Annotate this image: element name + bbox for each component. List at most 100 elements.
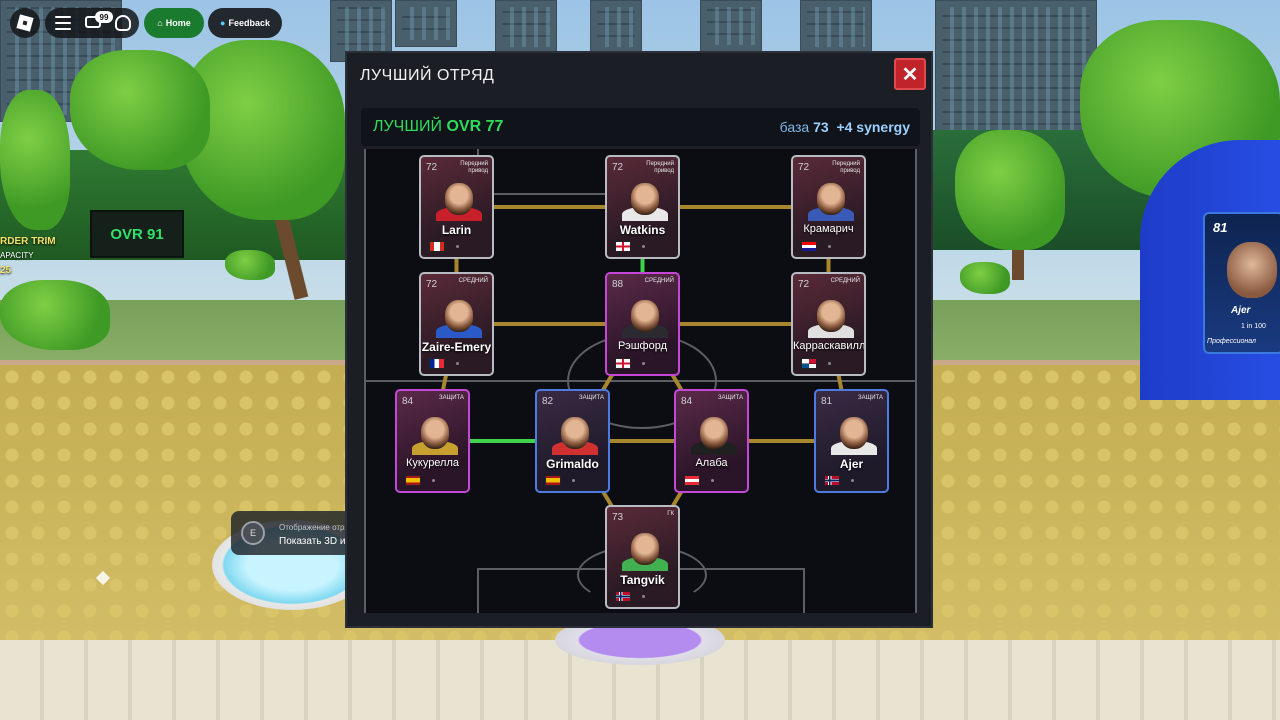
player-card-tangvik[interactable]: 73 ГК Tangvik xyxy=(605,505,680,609)
player-name: Кукурелла xyxy=(405,457,460,469)
player-face-icon xyxy=(445,300,473,332)
best-squad-modal: ЛУЧШИЙ ОТРЯД ✕ ЛУЧШИЙ OVR 77 база 73 +4 … xyxy=(345,51,933,628)
card-dot xyxy=(851,479,854,482)
display-player-card: 81 Ajer 1 in 100 Профессионал xyxy=(1203,212,1280,354)
capacity-value: 25 xyxy=(0,265,12,276)
voice-headset-icon[interactable] xyxy=(115,15,131,31)
player-name: Ajer xyxy=(839,457,864,471)
player-name: Larin xyxy=(441,223,472,237)
player-ovr: 72 xyxy=(798,279,810,290)
player-ovr: 84 xyxy=(681,396,693,407)
penalty-box-line xyxy=(803,568,805,613)
feedback-button[interactable]: ● Feedback xyxy=(208,8,282,38)
home-label: Home xyxy=(165,18,191,28)
close-icon: ✕ xyxy=(901,63,919,86)
flag-at-icon xyxy=(684,475,700,486)
pitch-line xyxy=(477,193,673,195)
display-card-ovr: 81 xyxy=(1213,220,1228,235)
player-position: Передний привод xyxy=(646,161,674,174)
player-name: Zaire-Emery xyxy=(421,340,492,354)
hamburger-menu-icon[interactable] xyxy=(55,16,71,30)
player-name: Grimaldo xyxy=(546,457,599,471)
base-value: 73 xyxy=(813,119,829,135)
player-face-icon xyxy=(840,417,868,449)
card-dot xyxy=(828,245,831,248)
squad-summary-bar: ЛУЧШИЙ OVR 77 база 73 +4 synergy xyxy=(361,108,920,146)
close-button[interactable]: ✕ xyxy=(894,58,926,90)
bush xyxy=(225,250,275,280)
tree xyxy=(0,90,70,230)
penalty-box-line xyxy=(477,568,479,613)
player-ovr: 72 xyxy=(426,279,438,290)
building xyxy=(395,0,457,47)
tree xyxy=(955,130,1065,250)
roblox-menu-button[interactable] xyxy=(10,8,40,38)
player-face-icon xyxy=(700,417,728,449)
flag-es-icon xyxy=(405,475,421,486)
card-dot xyxy=(642,245,645,248)
player-face-icon xyxy=(631,183,659,215)
player-position: Передний привод xyxy=(460,161,488,174)
best-label: ЛУЧШИЙ xyxy=(373,118,442,135)
interaction-prompt[interactable]: E Отображение отряд Показать 3D и xyxy=(231,511,354,555)
flag-no-icon xyxy=(824,475,840,486)
player-ovr: 72 xyxy=(426,162,438,173)
player-card-alaba[interactable]: 84 ЗАЩИТА Алаба xyxy=(674,389,749,493)
player-face-icon xyxy=(817,183,845,215)
prompt-subtitle: Отображение отряд xyxy=(279,523,354,532)
player-ovr: 88 xyxy=(612,279,624,290)
display-card-level: Профессионал xyxy=(1207,338,1256,345)
player-name: Рэшфорд xyxy=(618,340,667,352)
player-position: СРЕДНИЙ xyxy=(458,278,488,284)
squad-base-synergy: база 73 +4 synergy xyxy=(780,119,910,135)
key-e-icon: E xyxy=(241,521,265,545)
trim-label: RDER TRIM xyxy=(0,236,56,247)
player-name: Алаба xyxy=(695,457,728,469)
player-ovr: 82 xyxy=(542,396,554,407)
card-dot xyxy=(432,479,435,482)
card-dot xyxy=(456,362,459,365)
bush xyxy=(0,280,110,350)
player-face-icon xyxy=(1227,242,1277,298)
home-button[interactable]: ⌂ Home xyxy=(144,8,204,38)
building xyxy=(330,0,392,62)
flag-en-icon xyxy=(615,358,631,369)
roblox-logo-icon xyxy=(16,14,34,32)
player-ovr: 81 xyxy=(821,396,833,407)
player-face-icon xyxy=(421,417,449,449)
player-position: ГК xyxy=(667,511,674,517)
card-dot xyxy=(711,479,714,482)
player-face-icon xyxy=(631,300,659,332)
player-position: ЗАЩИТА xyxy=(438,395,464,401)
display-card-name: Ajer xyxy=(1231,305,1251,316)
player-name: Watkins xyxy=(619,223,666,237)
synergy-value: +4 synergy xyxy=(836,119,910,135)
card-dot xyxy=(642,362,645,365)
building xyxy=(590,0,642,54)
building xyxy=(495,0,557,54)
prompt-action: Показать 3D и xyxy=(279,536,346,547)
feedback-bubble-icon: ● xyxy=(220,18,226,28)
player-ovr: 72 xyxy=(798,162,810,173)
ovr-value: OVR 77 xyxy=(446,118,504,135)
player-card-zaire[interactable]: 72 СРЕДНИЙ Zaire-Emery xyxy=(419,272,494,376)
player-name: Tangvik xyxy=(620,573,665,587)
capacity-label: APACITY xyxy=(0,251,34,260)
flag-hr-icon xyxy=(801,241,817,252)
player-position: ЗАЩИТА xyxy=(717,395,743,401)
feedback-label: Feedback xyxy=(228,18,270,28)
player-name: Карраскавилла xyxy=(793,340,866,352)
player-face-icon xyxy=(631,533,659,565)
flag-fr-icon xyxy=(429,358,445,369)
player-face-icon xyxy=(817,300,845,332)
player-ovr: 73 xyxy=(612,512,624,523)
